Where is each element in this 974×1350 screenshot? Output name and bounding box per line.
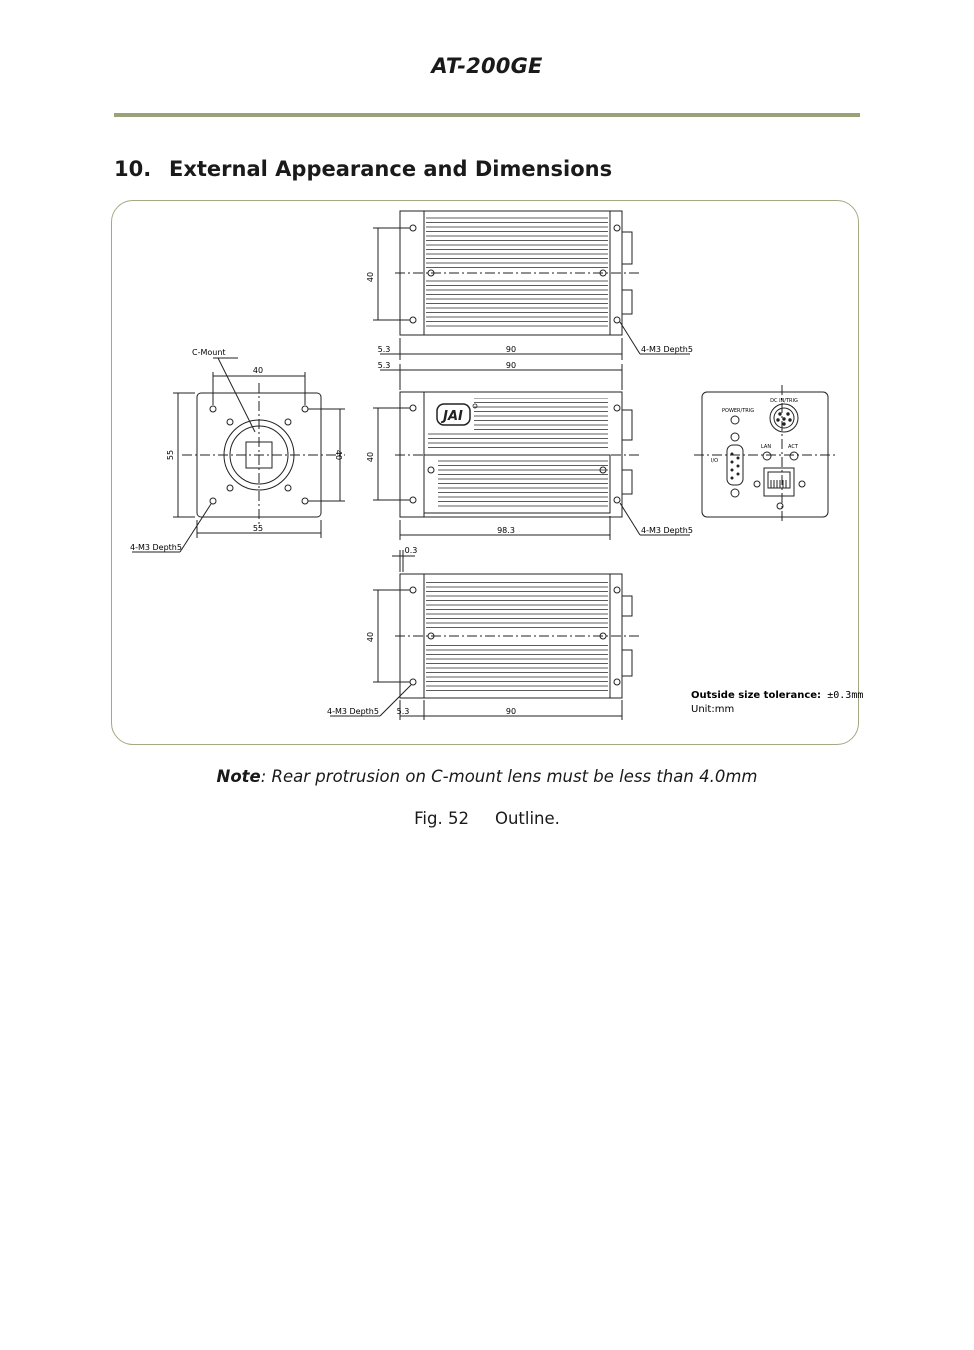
front-screw-note: 4-M3 Depth5 bbox=[130, 543, 182, 552]
figure-title: Outline. bbox=[494, 809, 560, 828]
rear-power-label: POWER/TRIG bbox=[722, 408, 754, 414]
front-dim-55-vert: 55 bbox=[166, 450, 175, 460]
svg-text:Outside size tolerance: ±0: Outside size tolerance: ±0.3mm bbox=[691, 690, 863, 701]
note-label: Note bbox=[216, 767, 261, 786]
rear-dc-in-label: DC IN/TRIG bbox=[770, 398, 798, 404]
section-title: External Appearance and Dimensions bbox=[169, 157, 613, 181]
bottom-dim-03: 0.3 bbox=[405, 546, 418, 555]
svg-text:JAI: JAI bbox=[440, 409, 463, 424]
top-dim-53: 5.3 bbox=[378, 345, 391, 354]
top-dim-90: 90 bbox=[506, 345, 516, 354]
side-dim-53: 5.3 bbox=[378, 361, 391, 370]
front-dim-55: 55 bbox=[253, 524, 263, 533]
header-rule bbox=[114, 113, 860, 117]
side-dim-40: 40 bbox=[366, 452, 375, 462]
outline-drawing: 40 5.3 90 4-M3 Depth5 C-Mount 40 55 55 bbox=[130, 210, 863, 720]
unit-label: Unit:mm bbox=[691, 704, 734, 715]
figure-caption: Fig. 52 Outline. bbox=[0, 809, 974, 828]
document-header-title: AT-200GE bbox=[431, 54, 543, 78]
front-dim-40-vert: 40 bbox=[334, 450, 343, 460]
rear-view bbox=[694, 385, 836, 524]
side-dim-90: 90 bbox=[506, 361, 516, 370]
top-dim-40: 40 bbox=[366, 272, 375, 282]
note-body: : Rear protrusion on C-mount lens must b… bbox=[260, 767, 758, 786]
figure-number: Fig. 52 bbox=[414, 809, 469, 828]
side-view bbox=[373, 364, 690, 540]
front-dim-40: 40 bbox=[253, 366, 263, 375]
tolerance-value: ±0.3mm bbox=[827, 690, 863, 701]
jai-logo: JAI bbox=[436, 403, 478, 426]
side-screw-note: 4-M3 Depth5 bbox=[641, 526, 693, 535]
top-screw-note: 4-M3 Depth5 bbox=[641, 345, 693, 354]
bottom-dim-90: 90 bbox=[506, 707, 516, 716]
section-number: 10. bbox=[114, 157, 152, 181]
top-view bbox=[373, 210, 690, 360]
rear-lan-label: LAN bbox=[761, 444, 771, 450]
bottom-dim-53: 5.3 bbox=[397, 707, 410, 716]
bottom-dim-40: 40 bbox=[366, 632, 375, 642]
bottom-view bbox=[330, 550, 640, 720]
bottom-screw-note: 4-M3 Depth5 bbox=[327, 707, 379, 716]
cmount-label: C-Mount bbox=[192, 348, 226, 357]
side-dim-983: 98.3 bbox=[497, 526, 515, 535]
rear-act-label: ACT bbox=[788, 444, 799, 450]
front-view bbox=[132, 357, 345, 553]
rear-io-label: I/O bbox=[711, 458, 718, 464]
figure-frame bbox=[111, 200, 859, 745]
note-text: Note: Rear protrusion on C-mount lens mu… bbox=[0, 767, 974, 786]
tolerance-label: Outside size tolerance: bbox=[691, 690, 821, 701]
section-heading: 10. External Appearance and Dimensions bbox=[114, 157, 612, 181]
